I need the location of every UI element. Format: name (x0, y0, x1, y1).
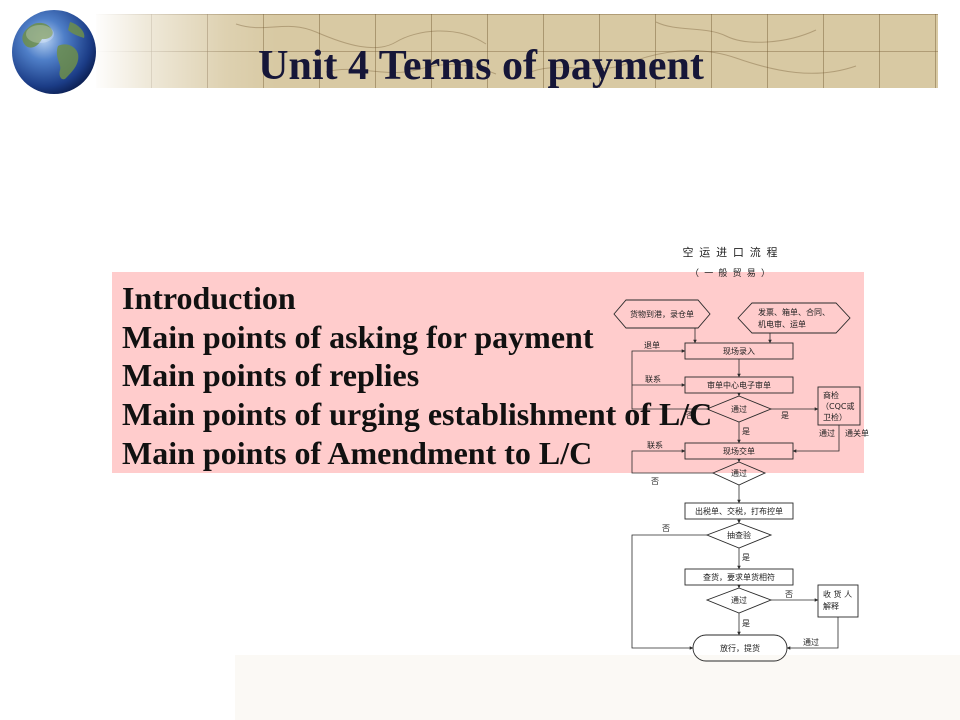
outline-item-asking-for-payment: Main points of asking for payment (122, 318, 594, 355)
documents-node-label: 机电审、运单 (758, 319, 806, 329)
map-coastline (655, 21, 817, 43)
step-label: 查货，要求单货相符 (703, 572, 775, 582)
map-coastline (235, 23, 487, 49)
consignee-label: 解释 (823, 601, 839, 611)
map-texture (235, 21, 857, 75)
edge-label: 通过 (803, 637, 819, 647)
edge-label: 否 (662, 524, 670, 533)
documents-node (737, 302, 851, 334)
globe-highlight (26, 25, 54, 43)
decision-label: 通过 (731, 595, 747, 605)
edge-label: 是 (742, 619, 750, 628)
map-coastline (325, 63, 497, 75)
flowchart-title: 空 运 进 口 流 程 (683, 245, 778, 259)
flow-arrow (792, 425, 840, 453)
header-map-band (96, 14, 938, 88)
edge-label: 否 (651, 477, 659, 486)
edge-label: 是 (781, 411, 789, 420)
edge-label: 联系 (645, 374, 661, 384)
inspection-label: 商检 (823, 390, 839, 400)
edge-label: 通过 (819, 428, 835, 438)
step-label: 出税单、交税，打布控单 (695, 506, 783, 516)
flow-arrow (786, 617, 839, 650)
edge-label: 联系 (647, 440, 663, 450)
arrival-node (613, 299, 711, 329)
decision-label: 通过 (731, 468, 747, 478)
step-label: 现场交单 (723, 446, 755, 456)
flowchart-subtitle: （一般贸易） (690, 267, 770, 279)
arrival-node-label: 货物到港，录仓单 (630, 309, 694, 319)
map-coastline (525, 50, 857, 75)
step-label: 审单中心电子审单 (707, 380, 771, 390)
decision-label: 抽查验 (727, 530, 751, 540)
globe-continent (68, 22, 85, 38)
slide-title: Unit 4 Terms of payment (258, 43, 704, 89)
flow-arrow (631, 449, 713, 474)
documents-node-label: 发票、箱单、合同、 (758, 307, 830, 317)
outline-item-amendment-lc: Main points of Amendment to L/C (122, 434, 593, 471)
end-node-label: 放行，提货 (720, 643, 760, 653)
flow-arrow (631, 534, 707, 650)
outline-list: Introduction Main points of asking for p… (122, 279, 712, 472)
step-label: 现场录入 (723, 347, 755, 356)
inspection-label: （CQC或 (821, 401, 854, 411)
edge-label: 否 (686, 411, 694, 420)
flow-arrow (631, 349, 707, 410)
consignee-label: 收 货 人 (823, 589, 852, 599)
decision-label: 通过 (731, 404, 747, 414)
edge-label: 是 (742, 427, 750, 436)
inspection-label: 卫检） (823, 412, 847, 422)
end-node (692, 634, 788, 662)
edge-label: 通关单 (845, 428, 869, 438)
edge-label: 退单 (644, 340, 660, 350)
globe-continent (56, 44, 79, 80)
globe-continent (22, 22, 53, 48)
outline-item-introduction: Introduction (122, 280, 296, 316)
edge-label: 是 (742, 553, 750, 562)
outline-item-replies: Main points of replies (122, 357, 420, 394)
globe-icon (12, 10, 96, 94)
edge-label: 否 (785, 590, 793, 599)
footer-shade (235, 655, 960, 720)
outline-item-urging-lc: Main points of urging establishment of L… (122, 396, 713, 433)
